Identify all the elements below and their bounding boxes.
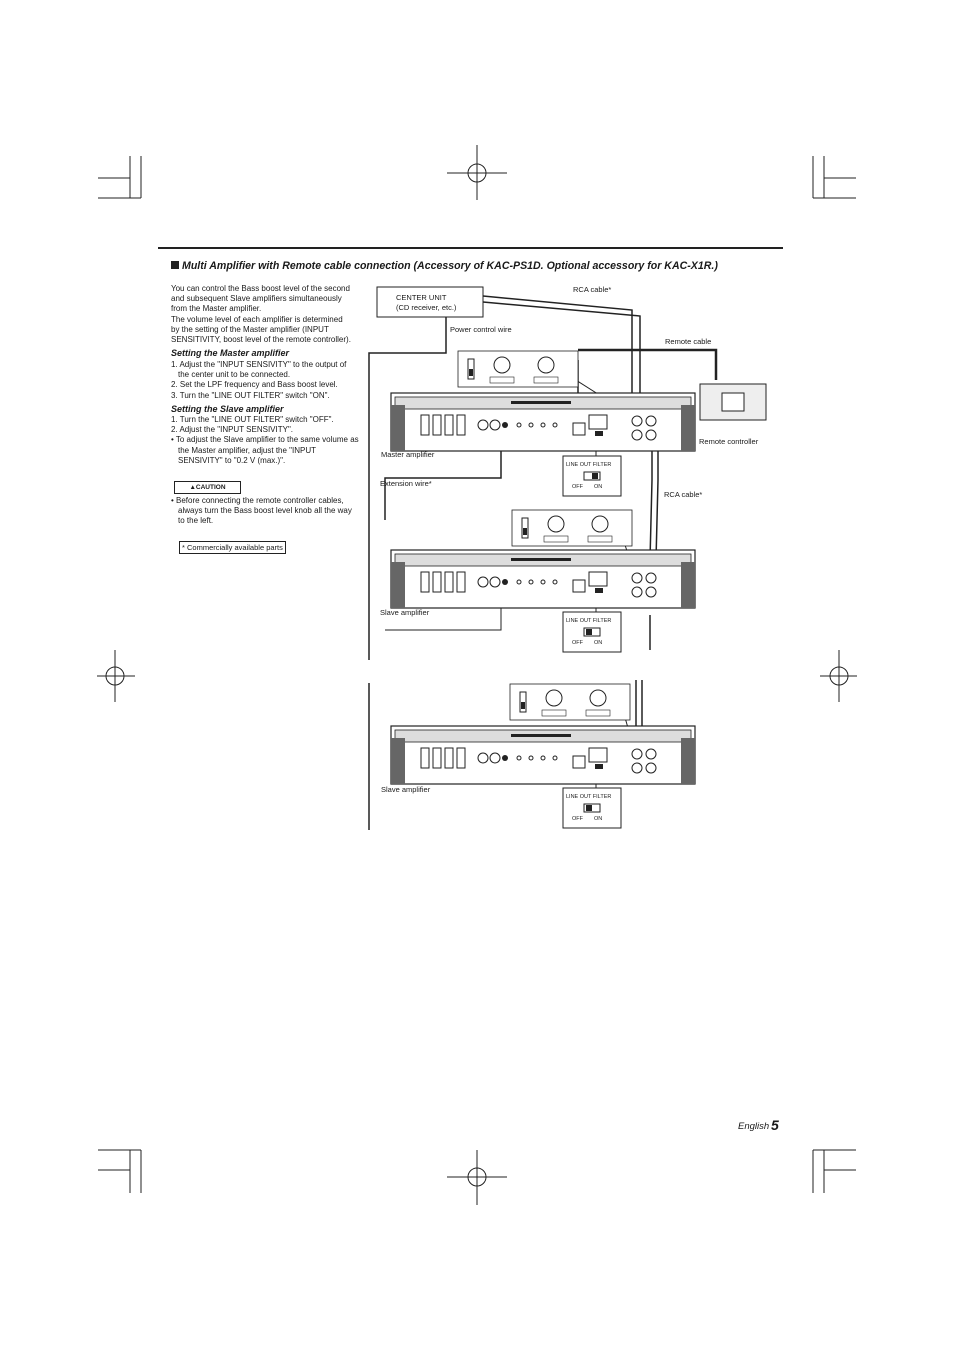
lof-label: LINE OUT FILTER bbox=[566, 794, 611, 800]
lof-on: ON bbox=[594, 484, 602, 490]
lof-off: OFF bbox=[572, 816, 584, 822]
intro-line: from the Master amplifier. bbox=[171, 304, 262, 314]
lof-on: ON bbox=[594, 640, 602, 646]
intro-line: The volume level of each amplifier is de… bbox=[171, 314, 343, 324]
slave-amplifier-label: Slave amplifier bbox=[380, 608, 430, 617]
slave-control-panel-2 bbox=[509, 683, 631, 721]
master-amplifier-unit bbox=[390, 392, 696, 452]
center-unit-sublabel: (CD receiver, etc.) bbox=[396, 303, 457, 312]
intro-line: by the setting of the Master amplifier (… bbox=[171, 324, 329, 334]
intro-text: You can control the Bass boost level of … bbox=[171, 284, 359, 345]
caution-badge: ▲CAUTION bbox=[174, 481, 241, 494]
master-steps: 1. Adjust the "INPUT SENSIVITY" to the o… bbox=[171, 360, 359, 401]
caution-text: • Before connecting the remote controlle… bbox=[171, 496, 352, 526]
slave-amplifier-unit-1 bbox=[390, 549, 696, 609]
rca-cable-top-label: RCA cable* bbox=[573, 285, 612, 294]
page-number: 5 bbox=[771, 1117, 779, 1133]
center-unit-label: CENTER UNIT bbox=[396, 293, 447, 302]
lof-off: OFF bbox=[572, 484, 584, 490]
warning-triangle-icon: ▲ bbox=[189, 484, 196, 491]
list-item: • To adjust the Slave amplifier to the s… bbox=[171, 435, 359, 465]
footnote: * Commercially available parts bbox=[179, 541, 286, 554]
intro-line: and subsequent Slave amplifiers simultan… bbox=[171, 294, 342, 304]
rca-cable-mid-label: RCA cable* bbox=[664, 490, 703, 499]
intro-line: SENSITIVITY, boost level of the remote c… bbox=[171, 335, 351, 345]
extension-wire-label: Extension wire* bbox=[380, 479, 432, 488]
slave-section-title: Setting the Slave amplifier bbox=[171, 404, 284, 414]
master-amplifier-label: Master amplifier bbox=[381, 450, 435, 459]
remote-controller-label: Remote controller bbox=[699, 437, 759, 446]
master-control-panel bbox=[457, 350, 579, 388]
lof-on: ON bbox=[594, 816, 602, 822]
remote-cable-label: Remote cable bbox=[665, 337, 712, 346]
slave-control-panel-1 bbox=[511, 509, 633, 547]
lof-label: LINE OUT FILTER bbox=[566, 462, 611, 468]
intro-line: You can control the Bass boost level of … bbox=[171, 284, 350, 293]
footer-language: English bbox=[738, 1121, 770, 1132]
list-item: 2. Set the LPF frequency and Bass boost … bbox=[171, 380, 338, 390]
list-item: 2. Adjust the "INPUT SENSIVITY". bbox=[171, 425, 294, 435]
center-unit-box bbox=[376, 286, 484, 318]
slave-steps: 1. Turn the "LINE OUT FILTER" switch "OF… bbox=[171, 415, 359, 466]
master-section-title: Setting the Master amplifier bbox=[171, 348, 290, 358]
caution-text-block: • Before connecting the remote controlle… bbox=[171, 496, 359, 527]
slave-amplifier-label: Slave amplifier bbox=[381, 785, 431, 794]
square-bullet-icon bbox=[171, 261, 179, 269]
wiring-diagram: LINE OUT FILTER OFF ON LINE OUT FILTER O… bbox=[368, 286, 767, 830]
section-heading: Multi Amplifier with Remote cable connec… bbox=[171, 260, 718, 272]
list-item: 3. Turn the "LINE OUT FILTER" switch "ON… bbox=[171, 390, 330, 400]
list-item: 1. Turn the "LINE OUT FILTER" switch "OF… bbox=[171, 415, 334, 424]
section-heading-text: Multi Amplifier with Remote cable connec… bbox=[182, 260, 718, 272]
lof-off: OFF bbox=[572, 640, 584, 646]
lof-label: LINE OUT FILTER bbox=[566, 618, 611, 624]
header-rule bbox=[158, 247, 783, 249]
slave-amplifier-unit-2 bbox=[390, 725, 696, 785]
power-control-wire-label: Power control wire bbox=[450, 325, 512, 334]
list-item: 1. Adjust the "INPUT SENSIVITY" to the o… bbox=[171, 360, 347, 380]
caution-label: CAUTION bbox=[195, 484, 226, 491]
